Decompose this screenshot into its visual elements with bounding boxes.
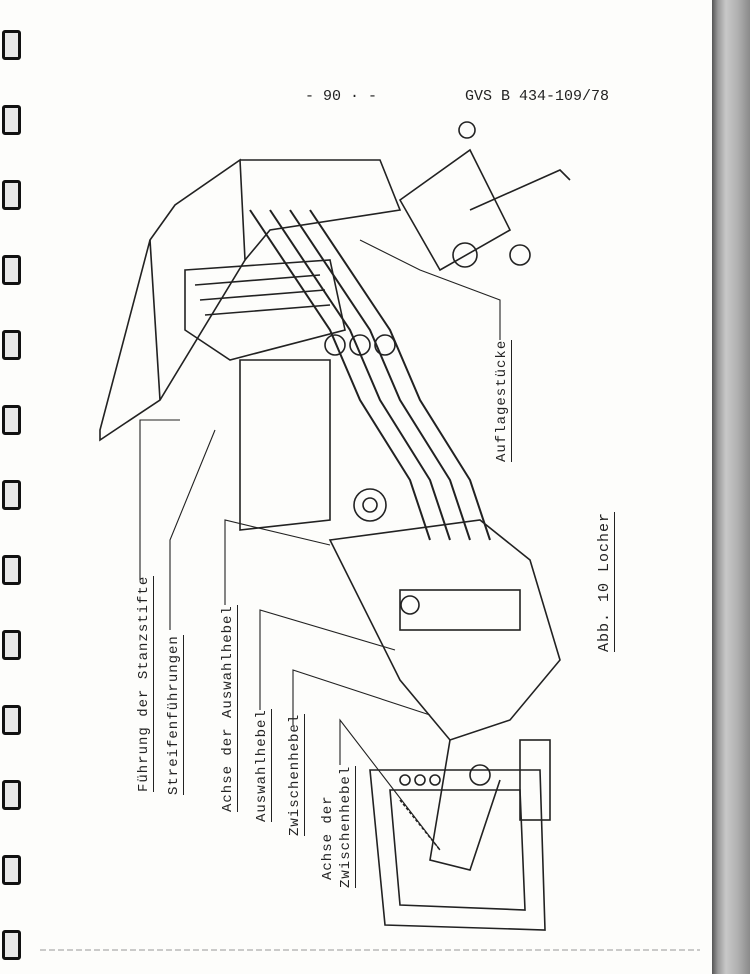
label-achse-der-auswahlhebel: Achse der Auswahlhebel bbox=[220, 605, 238, 812]
figure-caption: Abb. 10 Locher bbox=[596, 511, 615, 652]
binder-hole bbox=[2, 930, 21, 960]
document-reference: GVS B 434-109/78 bbox=[465, 88, 610, 105]
label-streifenfuehrungen: Streifenführungen bbox=[166, 635, 184, 795]
binder-hole bbox=[2, 705, 21, 735]
label-achse-der-zwischenhebel-line1: Achse der bbox=[320, 795, 336, 880]
binder-hole bbox=[2, 30, 21, 60]
binder-hole bbox=[2, 180, 21, 210]
page-number: - 90 · - bbox=[305, 88, 378, 105]
page-edge-shadow bbox=[712, 0, 750, 974]
binder-hole bbox=[2, 480, 21, 510]
binder-hole bbox=[2, 255, 21, 285]
label-achse-der-zwischenhebel-line2: Zwischenhebel bbox=[338, 765, 356, 888]
binder-hole bbox=[2, 630, 21, 660]
label-auflagestuecke: Auflagestücke bbox=[494, 339, 512, 462]
binder-hole bbox=[2, 555, 21, 585]
binder-hole bbox=[2, 405, 21, 435]
binder-hole bbox=[2, 105, 21, 135]
binder-hole bbox=[2, 780, 21, 810]
label-auswahlhebel: Auswahlhebel bbox=[254, 709, 272, 822]
binder-hole bbox=[2, 330, 21, 360]
binder-hole bbox=[2, 855, 21, 885]
label-zwischenhebel: Zwischenhebel bbox=[287, 713, 305, 836]
label-fuehrung-der-stanzstifte: Führung der Stanzstifte bbox=[136, 575, 154, 792]
